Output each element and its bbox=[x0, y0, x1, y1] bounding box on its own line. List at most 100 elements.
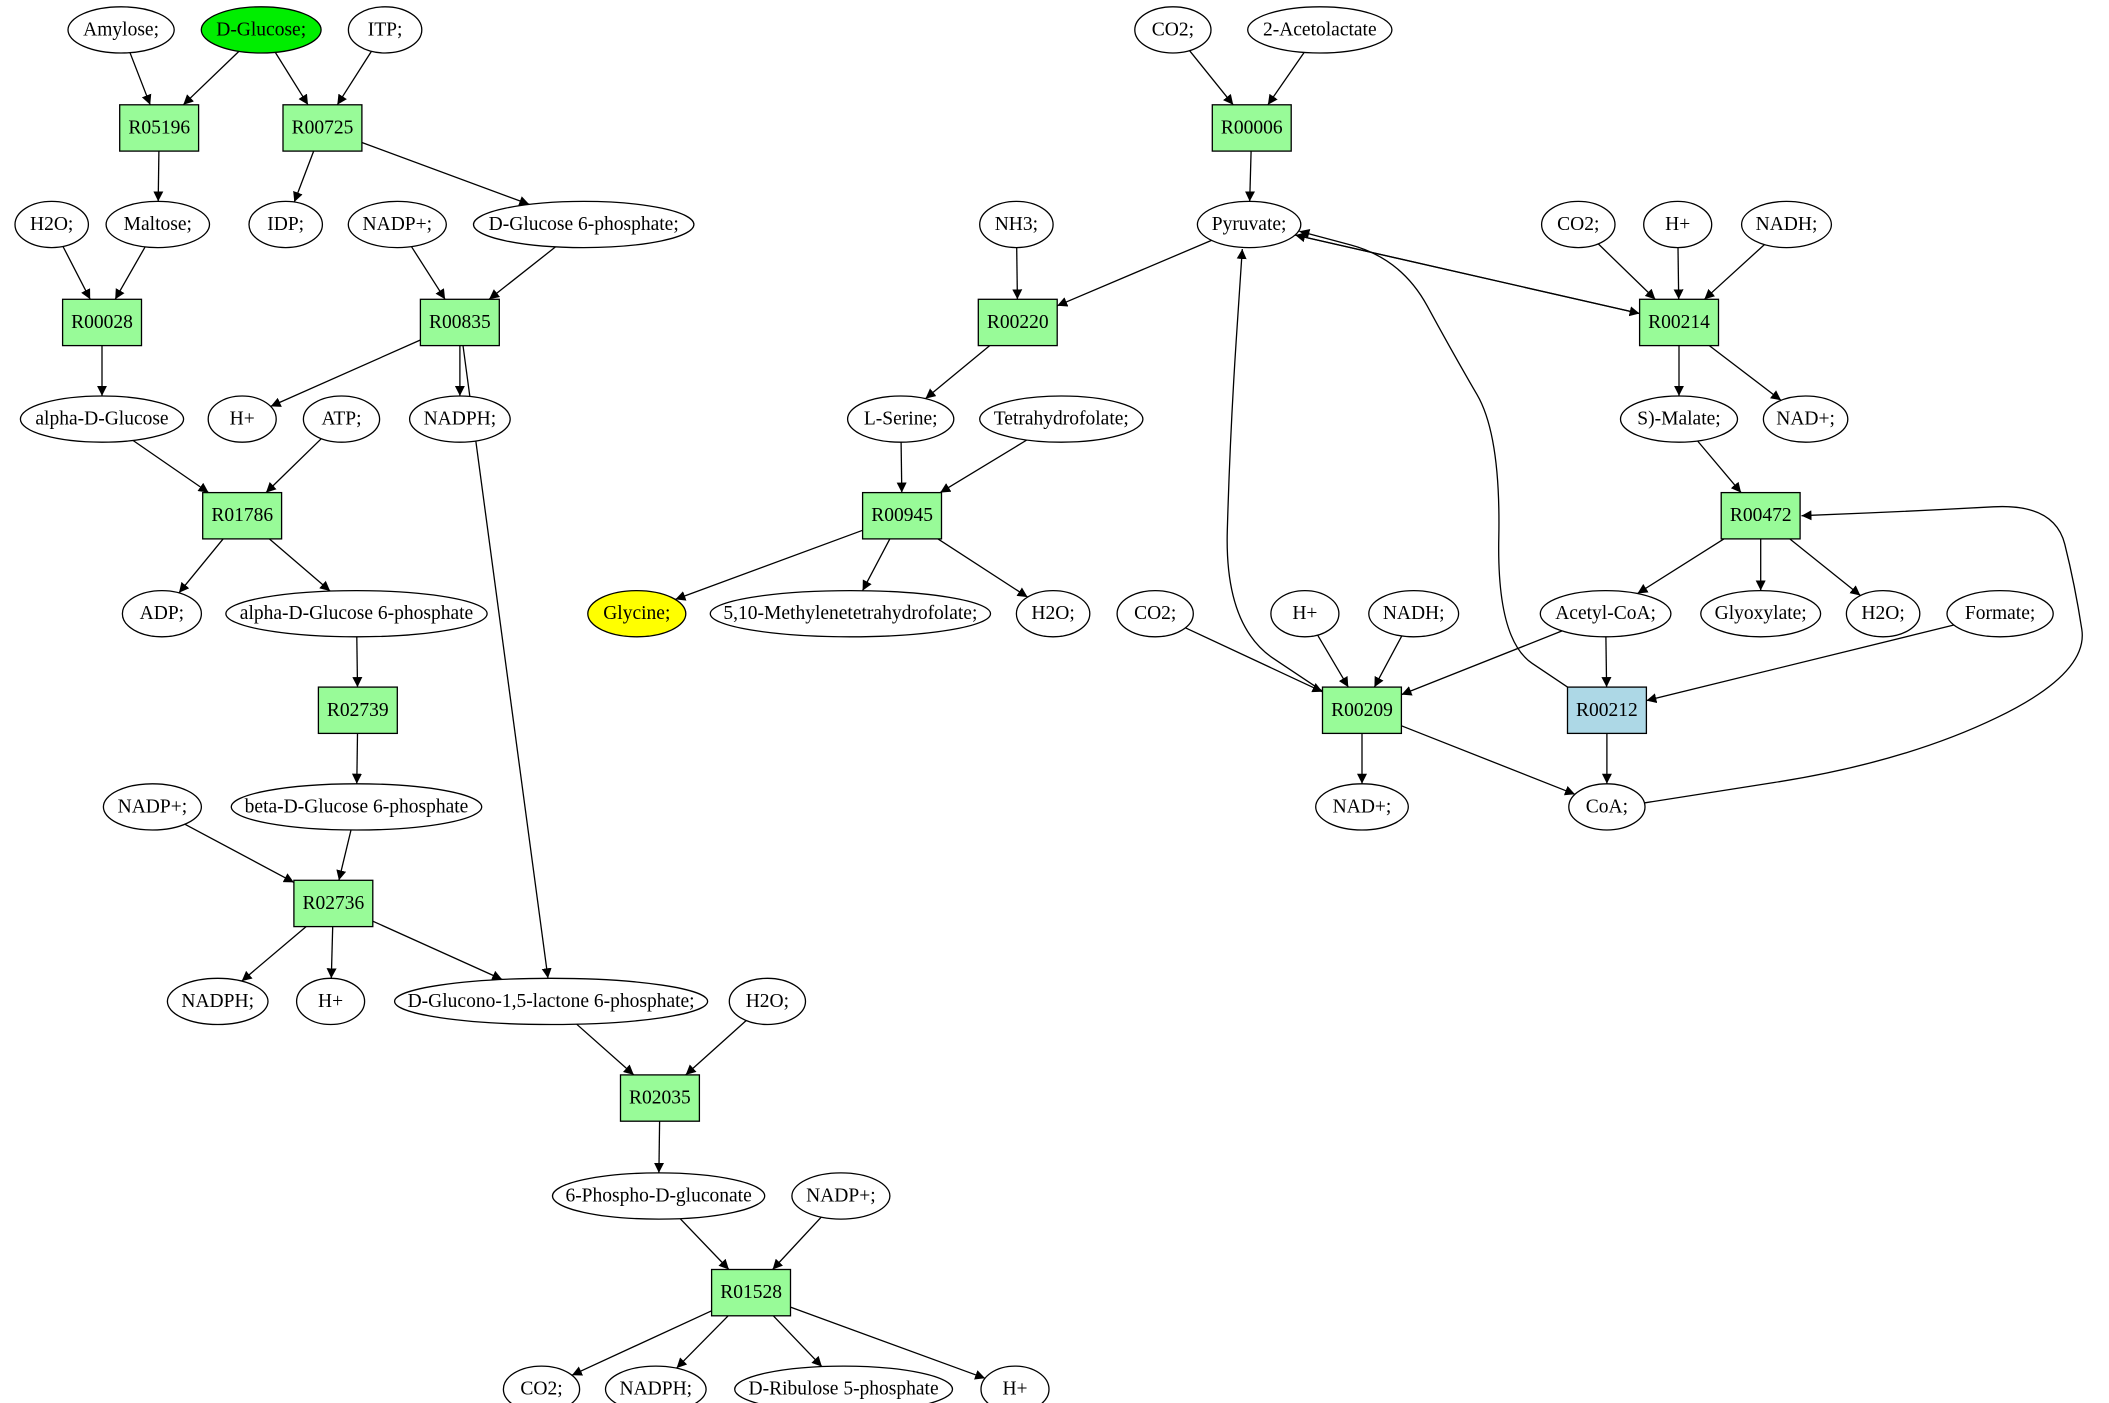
metabolite-node-bdg6p[interactable]: beta-D-Glucose 6-phosphate bbox=[230, 783, 483, 831]
metabolite-node-dglucose[interactable]: D-Glucose; bbox=[200, 6, 322, 54]
edge-r00209-to-coa bbox=[1401, 725, 1576, 796]
edge-r00835-to-hp_1 bbox=[270, 339, 421, 407]
metabolite-node-maltose[interactable]: Maltose; bbox=[105, 200, 211, 249]
metabolite-node-nadpp_3[interactable]: NADP+; bbox=[791, 1172, 891, 1220]
edge-r01528-to-co2_1 bbox=[571, 1310, 712, 1376]
metabolite-node-mthf[interactable]: 5,10-Methylenetetrahydrofolate; bbox=[709, 589, 992, 638]
metabolite-node-pg[interactable]: 6-Phospho-D-gluconate bbox=[551, 1172, 766, 1220]
metabolite-node-hp_3[interactable]: H+ bbox=[980, 1365, 1050, 1403]
node-label: R00006 bbox=[1221, 117, 1283, 138]
metabolite-node-dg6p[interactable]: D-Glucose 6-phosphate; bbox=[472, 200, 695, 249]
reaction-box bbox=[419, 298, 500, 347]
metabolite-node-co2_3[interactable]: CO2; bbox=[1540, 200, 1616, 249]
metabolite-node-itp[interactable]: ITP; bbox=[347, 6, 423, 54]
metabolite-node-dr5p[interactable]: D-Ribulose 5-phosphate bbox=[734, 1365, 954, 1403]
node-label: R00945 bbox=[871, 505, 933, 526]
reaction-node-r00214[interactable]: R00214 bbox=[1638, 298, 1720, 347]
metabolite-node-smalate[interactable]: S)-Malate; bbox=[1619, 395, 1739, 443]
metabolite-node-thf[interactable]: Tetrahydrofolate; bbox=[979, 395, 1144, 443]
node-label: H+ bbox=[230, 409, 255, 430]
reaction-node-r00725[interactable]: R00725 bbox=[282, 104, 363, 152]
node-label: R01786 bbox=[211, 505, 273, 526]
metabolite-node-atp[interactable]: ATP; bbox=[302, 395, 381, 443]
node-label: NADPH; bbox=[424, 409, 497, 430]
node-label: L-Serine; bbox=[864, 409, 938, 430]
metabolite-ellipse bbox=[728, 977, 807, 1026]
metabolite-ellipse bbox=[248, 200, 324, 249]
metabolite-ellipse bbox=[19, 395, 185, 443]
metabolite-node-adg6p[interactable]: alpha-D-Glucose 6-phosphate bbox=[225, 589, 488, 638]
metabolite-node-co2_1[interactable]: CO2; bbox=[502, 1365, 581, 1403]
metabolite-node-dgl6p[interactable]: D-Glucono-1,5-lactone 6-phosphate; bbox=[393, 977, 709, 1026]
metabolite-node-nadph_3[interactable]: NADPH; bbox=[604, 1365, 707, 1403]
metabolite-node-nadpp_2[interactable]: NADP+; bbox=[102, 783, 203, 831]
node-label: NAD+; bbox=[1333, 796, 1392, 817]
metabolite-node-nadph_1[interactable]: NADPH; bbox=[408, 395, 511, 443]
metabolite-node-hp_4[interactable]: H+ bbox=[1643, 200, 1713, 249]
node-label: NH3; bbox=[995, 214, 1038, 235]
metabolite-node-hp_5[interactable]: H+ bbox=[1270, 589, 1340, 638]
edge-r02736-to-hp_2 bbox=[326, 926, 337, 979]
metabolite-ellipse bbox=[102, 783, 203, 831]
reaction-box bbox=[202, 491, 283, 540]
metabolite-node-lserine[interactable]: L-Serine; bbox=[846, 395, 955, 443]
edge-r00945-to-mthf bbox=[862, 538, 891, 591]
metabolite-ellipse bbox=[1643, 200, 1713, 249]
reaction-node-r00472[interactable]: R00472 bbox=[1720, 491, 1801, 540]
metabolite-ellipse bbox=[551, 1172, 766, 1220]
metabolite-node-adg[interactable]: alpha-D-Glucose bbox=[19, 395, 185, 443]
metabolite-node-nadh_2[interactable]: NADH; bbox=[1368, 589, 1460, 638]
reaction-node-r00028[interactable]: R00028 bbox=[61, 298, 143, 347]
metabolite-ellipse bbox=[347, 6, 423, 54]
metabolite-ellipse bbox=[979, 395, 1144, 443]
edge-r00472-to-h2o_4 bbox=[1789, 538, 1861, 597]
reaction-node-r02736[interactable]: R02736 bbox=[293, 879, 374, 928]
metabolite-ellipse bbox=[1134, 6, 1212, 54]
metabolite-node-acl[interactable]: 2-Acetolactate bbox=[1247, 6, 1393, 54]
metabolite-ellipse bbox=[1015, 589, 1091, 638]
metabolite-node-co2_4[interactable]: CO2; bbox=[1116, 589, 1194, 638]
metabolite-node-h2o_1[interactable]: H2O; bbox=[14, 200, 90, 249]
reaction-node-r02739[interactable]: R02739 bbox=[317, 686, 398, 735]
metabolite-node-amylose[interactable]: Amylose; bbox=[67, 6, 175, 54]
metabolite-node-h2o_4[interactable]: H2O; bbox=[1845, 589, 1921, 638]
metabolite-node-nadpp_1[interactable]: NADP+; bbox=[347, 200, 447, 249]
reaction-node-r00835[interactable]: R00835 bbox=[419, 298, 500, 347]
reaction-node-r05196[interactable]: R05196 bbox=[119, 104, 200, 152]
metabolite-ellipse bbox=[1946, 589, 2054, 638]
reaction-node-r00209[interactable]: R00209 bbox=[1321, 686, 1403, 735]
reaction-node-r02035[interactable]: R02035 bbox=[619, 1074, 701, 1122]
node-label: S)-Malate; bbox=[1637, 409, 1720, 430]
reaction-node-r00212[interactable]: R00212 bbox=[1566, 686, 1648, 735]
metabolite-node-h2o_3[interactable]: H2O; bbox=[1015, 589, 1091, 638]
metabolite-node-hp_2[interactable]: H+ bbox=[295, 977, 366, 1026]
metabolite-node-coa[interactable]: CoA; bbox=[1568, 783, 1646, 831]
metabolite-node-h2o_2[interactable]: H2O; bbox=[728, 977, 807, 1026]
edge-r00835-to-dgl6p bbox=[462, 345, 552, 979]
metabolite-node-nh3[interactable]: NH3; bbox=[979, 200, 1054, 249]
reaction-node-r01528[interactable]: R01528 bbox=[710, 1268, 792, 1317]
metabolite-node-glyoxylate[interactable]: Glyoxylate; bbox=[1700, 589, 1822, 638]
metabolite-node-co2_2[interactable]: CO2; bbox=[1134, 6, 1212, 54]
edge-r01528-to-nadph_3 bbox=[676, 1315, 729, 1369]
metabolite-node-nadp_1[interactable]: NAD+; bbox=[1762, 395, 1849, 443]
metabolite-node-idp[interactable]: IDP; bbox=[248, 200, 324, 249]
edge-nadpp_1-to-r00835 bbox=[410, 246, 446, 300]
metabolite-node-hp_1[interactable]: H+ bbox=[207, 395, 277, 443]
metabolite-ellipse bbox=[1845, 589, 1921, 638]
reaction-node-r01786[interactable]: R01786 bbox=[202, 491, 283, 540]
metabolite-node-nadh_1[interactable]: NADH; bbox=[1740, 200, 1833, 249]
metabolite-node-glycine[interactable]: Glycine; bbox=[587, 589, 687, 638]
reaction-node-r00220[interactable]: R00220 bbox=[977, 298, 1058, 347]
metabolite-node-acoa[interactable]: Acetyl-CoA; bbox=[1539, 589, 1672, 638]
edge-nadh_1-to-r00214 bbox=[1703, 244, 1765, 300]
metabolite-node-nadph_2[interactable]: NADPH; bbox=[166, 977, 269, 1026]
metabolite-node-nadp_2[interactable]: NAD+; bbox=[1315, 783, 1409, 831]
node-label: D-Ribulose 5-phosphate bbox=[749, 1379, 939, 1400]
metabolite-node-adp[interactable]: ADP; bbox=[121, 589, 203, 638]
reaction-node-r00945[interactable]: R00945 bbox=[861, 491, 943, 540]
edge-r01528-to-hp_3 bbox=[790, 1306, 986, 1380]
reaction-node-r00006[interactable]: R00006 bbox=[1211, 104, 1292, 152]
metabolite-node-formate[interactable]: Formate; bbox=[1946, 589, 2054, 638]
metabolite-node-pyruvate[interactable]: Pyruvate; bbox=[1196, 200, 1302, 249]
